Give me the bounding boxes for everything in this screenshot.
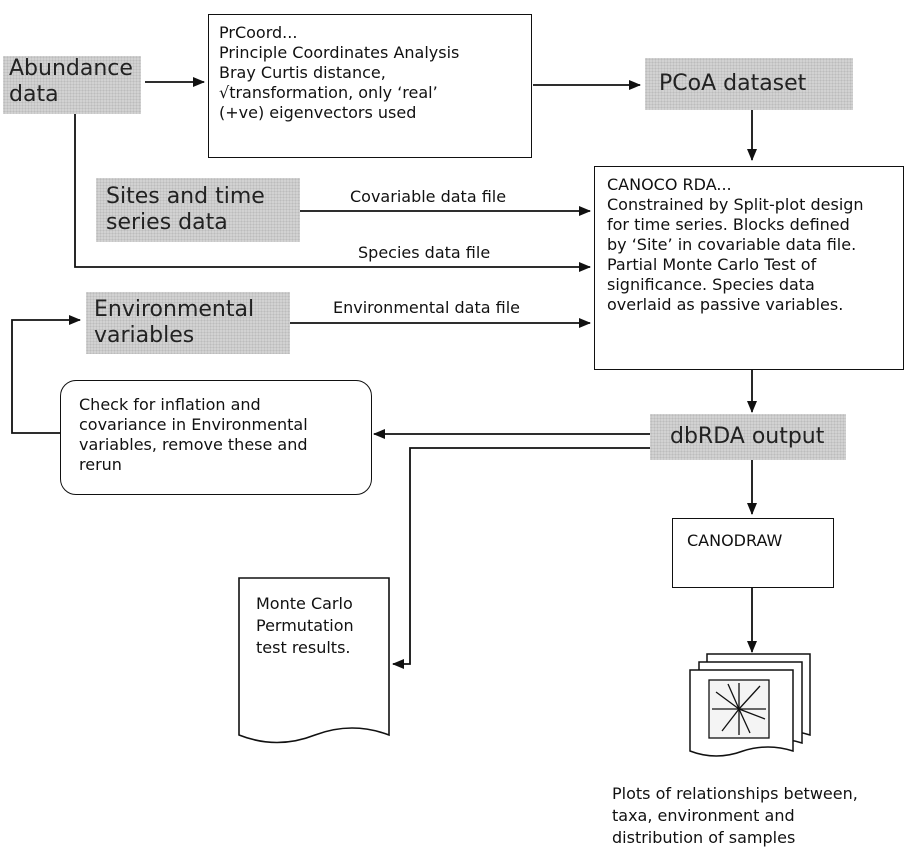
plot-chart-icon xyxy=(708,679,770,739)
check-inflation-box: Check for inflation and covariance in En… xyxy=(60,380,372,495)
dbrda-output-node: dbRDA output xyxy=(650,414,846,460)
arrow-check-to-env xyxy=(11,315,81,434)
montecarlo-results-text: Monte Carlo Permutation test results. xyxy=(256,594,354,657)
arrow-abundance-to-canoco xyxy=(74,113,591,272)
montecarlo-document-shape xyxy=(238,577,390,744)
canoco-rda-box: CANOCO RDA... Constrained by Split-plot … xyxy=(594,166,904,370)
prcoord-box: PrCoord... Principle Coordinates Analysi… xyxy=(208,14,532,158)
environmental-variables-node: Environmental variables xyxy=(86,292,290,354)
canodraw-box: CANODRAW xyxy=(672,518,834,588)
covariable-edge-label: Covariable data file xyxy=(350,187,507,206)
environmental-edge-label: Environmental data file xyxy=(333,298,520,317)
arrow-dbrda-to-montecarlo xyxy=(392,447,650,669)
pcoa-dataset-node: PCoA dataset xyxy=(645,58,853,110)
abundance-data-node: Abundance data xyxy=(3,56,141,114)
plots-caption: Plots of relationships between, taxa, en… xyxy=(612,784,858,847)
sites-time-series-node: Sites and time series data xyxy=(96,178,300,242)
species-edge-label: Species data file xyxy=(358,243,491,262)
